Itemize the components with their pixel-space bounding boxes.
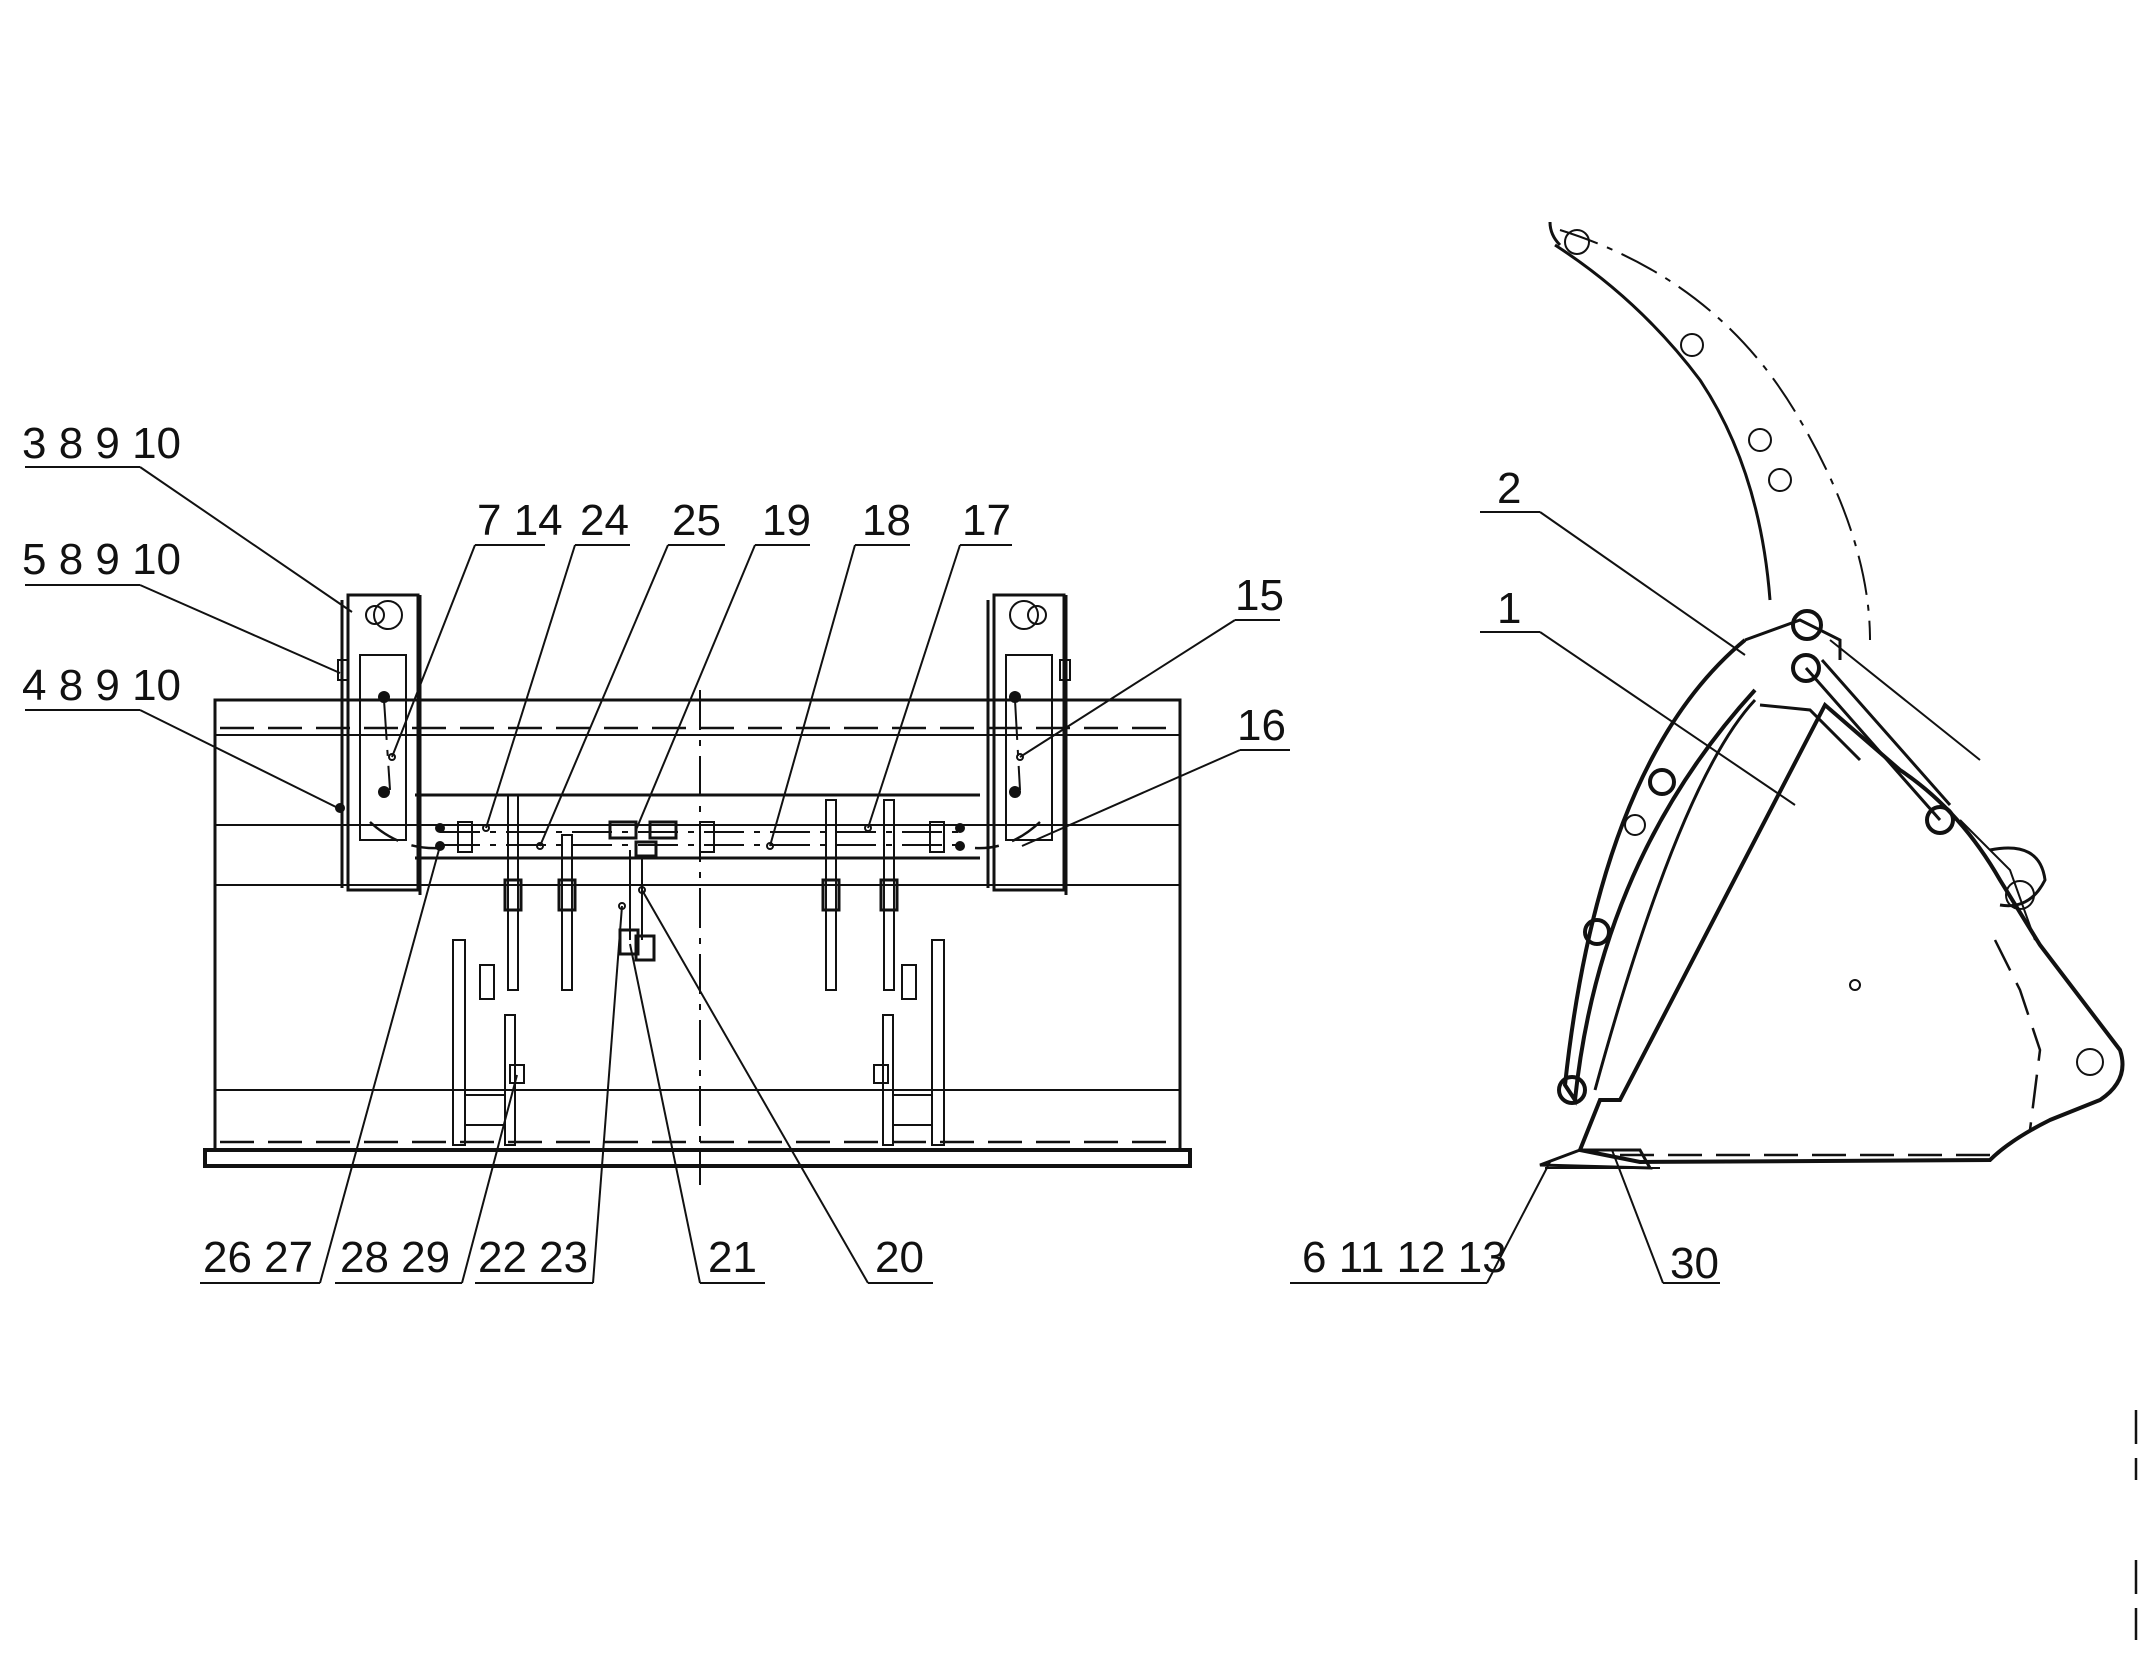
callout-20: 20 — [875, 1233, 924, 1282]
callout-4-8-9-10: 4 8 9 10 — [22, 661, 181, 710]
callout-15: 15 — [1235, 571, 1284, 620]
callout-2: 2 — [1497, 464, 1521, 513]
callout-25: 25 — [672, 496, 721, 545]
callout-18: 18 — [862, 496, 911, 545]
callout-3-8-9-10: 3 8 9 10 — [22, 419, 181, 468]
callout-19: 19 — [762, 496, 811, 545]
callout-16: 16 — [1237, 701, 1286, 750]
callout-17: 17 — [962, 496, 1011, 545]
callout-30: 30 — [1670, 1239, 1719, 1288]
bucket-front-view — [203, 593, 1192, 1185]
callout-1: 1 — [1497, 584, 1521, 633]
callout-21: 21 — [708, 1233, 757, 1282]
bucket-side-view — [1539, 221, 2125, 1170]
callout-5-8-9-10: 5 8 9 10 — [22, 535, 181, 584]
callout-7-14: 7 14 — [477, 496, 563, 545]
leader-lines — [25, 466, 1796, 1284]
callout-6-11-12-13: 6 11 12 13 — [1302, 1233, 1507, 1282]
callout-28-29: 28 29 — [340, 1233, 450, 1282]
callout-22-23: 22 23 — [478, 1233, 588, 1282]
callout-24: 24 — [580, 496, 629, 545]
callout-26-27: 26 27 — [203, 1233, 313, 1282]
